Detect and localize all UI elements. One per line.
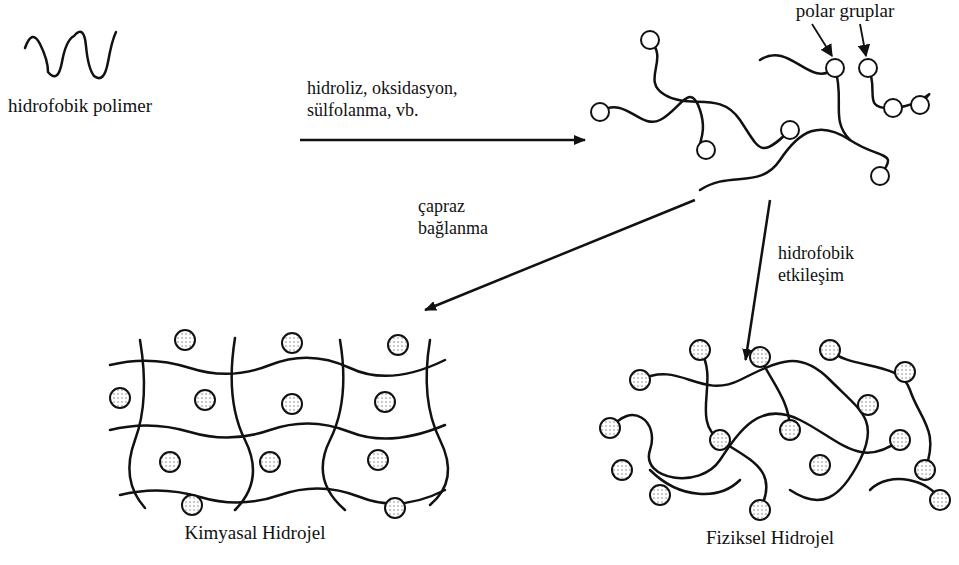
process-label: çapraz bağlanma xyxy=(416,196,512,239)
polar-group xyxy=(591,31,929,185)
figure-node: hidrofobik polimer xyxy=(5,15,300,150)
process-label: hidrofobik etkileşim xyxy=(776,243,880,286)
drawing-circle xyxy=(282,333,302,353)
drawing-circle xyxy=(930,490,950,510)
drawing-circle xyxy=(884,99,902,117)
drawing-circle xyxy=(710,430,730,450)
drawing-path xyxy=(25,32,116,78)
drawing-circle xyxy=(750,347,770,367)
drawing-circle xyxy=(781,121,799,139)
drawing-circle xyxy=(690,340,710,360)
drawing-circle xyxy=(641,31,659,49)
drawing-circle xyxy=(650,485,670,505)
figure-caption: Fiziksel Hidrojel xyxy=(590,527,950,549)
drawing-circle xyxy=(890,430,910,450)
drawing-path xyxy=(830,350,930,470)
polar-group-dotted xyxy=(110,330,408,518)
drawing-path xyxy=(640,361,868,500)
drawing-circle xyxy=(810,455,830,475)
drawing-circle xyxy=(368,450,388,470)
drawing-circle xyxy=(385,498,405,518)
figure-caption: Kimyasal Hidrojel xyxy=(100,522,410,544)
drawing-path xyxy=(232,338,253,510)
figure-node: polar gruplar xyxy=(585,0,955,200)
drawing-circle xyxy=(780,420,800,440)
drawing-circle xyxy=(858,395,878,415)
drawing-circle xyxy=(375,392,395,412)
hydrophobic-chain xyxy=(25,32,116,78)
drawing-circle xyxy=(826,59,844,77)
drawing-circle xyxy=(591,103,609,121)
drawing-circle xyxy=(110,388,130,408)
drawing-circle xyxy=(630,370,650,390)
drawing-circle xyxy=(612,460,632,480)
drawing-circle xyxy=(195,390,215,410)
drawing-circle xyxy=(282,394,302,414)
figure-caption: hidrofobik polimer xyxy=(5,95,155,117)
reaction-arrow xyxy=(746,200,770,360)
drawing-line xyxy=(860,24,866,56)
chemical-network xyxy=(110,338,448,510)
polar-polymer xyxy=(600,40,929,190)
drawing-circle xyxy=(859,59,877,77)
drawing-path xyxy=(760,55,835,74)
drawing-circle xyxy=(182,495,202,515)
polar-group-dotted xyxy=(600,340,950,520)
leader-arrow xyxy=(812,24,866,56)
drawing-circle xyxy=(600,418,620,438)
drawing-path xyxy=(110,358,445,376)
drawing-circle xyxy=(820,340,840,360)
drawing-path xyxy=(110,423,445,438)
drawing-path xyxy=(835,68,850,140)
figure-node: Kimyasal Hidrojel xyxy=(100,310,460,555)
drawing-path xyxy=(427,340,448,505)
drawing-circle xyxy=(160,452,180,472)
process-label: hidroliz, oksidasyon, sülfolanma, vb. xyxy=(305,78,509,121)
drawing-path xyxy=(129,340,145,508)
physical-network xyxy=(610,350,940,510)
drawing-circle xyxy=(895,362,915,382)
drawing-circle xyxy=(750,500,770,520)
drawing-path xyxy=(323,340,345,510)
drawing-circle xyxy=(260,452,280,472)
drawing-line xyxy=(812,24,832,56)
figure-node: Fiziksel Hidrojel xyxy=(590,360,956,560)
figure-caption: polar gruplar xyxy=(775,0,915,22)
drawing-circle xyxy=(697,141,715,159)
drawing-path xyxy=(600,97,706,150)
drawing-circle xyxy=(915,460,935,480)
drawing-path xyxy=(760,357,790,430)
drawing-circle xyxy=(911,96,929,114)
drawing-circle xyxy=(871,167,889,185)
drawing-circle xyxy=(175,330,195,350)
reaction-arrow xyxy=(300,139,585,142)
drawing-circle xyxy=(388,335,408,355)
